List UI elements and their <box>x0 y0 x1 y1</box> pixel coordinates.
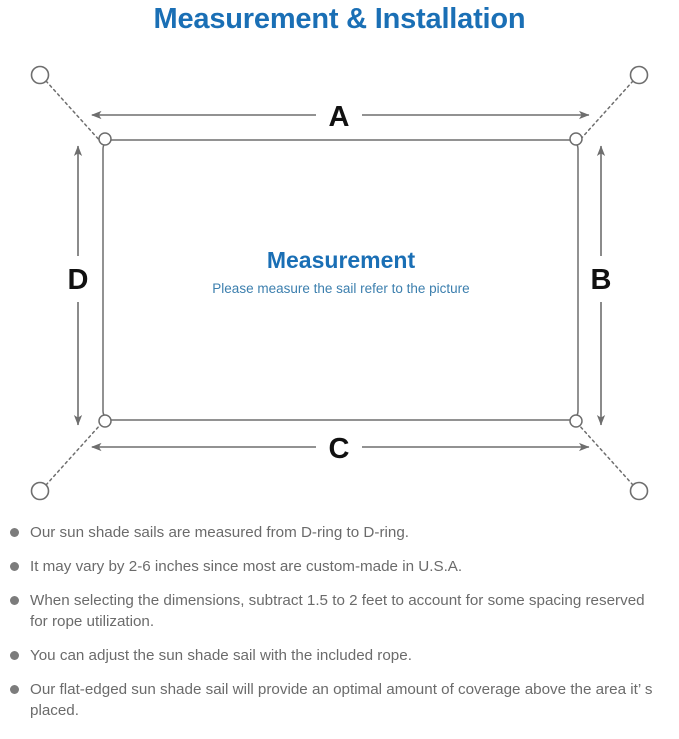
anchor-ring-bottom-right-icon <box>629 481 649 501</box>
rope-top-left <box>45 80 102 143</box>
anchor-ring-top-left-icon <box>30 65 50 85</box>
list-item: Our sun shade sails are measured from D-… <box>0 522 679 543</box>
rope-bottom-left <box>45 423 102 486</box>
notes-list: Our sun shade sails are measured from D-… <box>0 522 679 734</box>
anchor-ring-bottom-left-icon <box>30 481 50 501</box>
dimension-label-d: D <box>68 264 89 296</box>
d-ring-bottom-right-icon <box>569 414 583 428</box>
diagram-center-title: Measurement <box>267 247 416 273</box>
list-item-text: You can adjust the sun shade sail with t… <box>30 647 412 664</box>
dimension-label-b: B <box>591 264 612 296</box>
bullet-icon <box>10 651 19 660</box>
rope-bottom-right <box>577 423 634 486</box>
list-item: When selecting the dimensions, subtract … <box>0 590 679 632</box>
bullet-icon <box>10 562 19 571</box>
bullet-icon <box>10 528 19 537</box>
d-ring-bottom-left-icon <box>98 414 112 428</box>
dimension-label-a: A <box>329 101 350 133</box>
bullet-icon <box>10 685 19 694</box>
diagram-center-subtitle: Please measure the sail refer to the pic… <box>212 281 469 296</box>
dimension-label-c: C <box>329 433 350 465</box>
bullet-icon <box>10 596 19 605</box>
list-item-text: When selecting the dimensions, subtract … <box>30 592 645 630</box>
list-item: Our flat-edged sun shade sail will provi… <box>0 679 679 721</box>
rope-top-right <box>577 80 634 143</box>
anchor-ring-top-right-icon <box>629 65 649 85</box>
list-item-text: It may vary by 2-6 inches since most are… <box>30 558 463 575</box>
page-title: Measurement & Installation <box>153 3 526 35</box>
list-item-text: Our flat-edged sun shade sail will provi… <box>30 681 653 719</box>
list-item: It may vary by 2-6 inches since most are… <box>0 556 679 577</box>
d-ring-top-right-icon <box>569 132 583 146</box>
sail-diagram: A C D B Measurement Please measure the s… <box>0 44 679 514</box>
d-ring-top-left-icon <box>98 132 112 146</box>
list-item: You can adjust the sun shade sail with t… <box>0 645 679 666</box>
list-item-text: Our sun shade sails are measured from D-… <box>30 524 409 541</box>
sail-body <box>102 139 579 421</box>
